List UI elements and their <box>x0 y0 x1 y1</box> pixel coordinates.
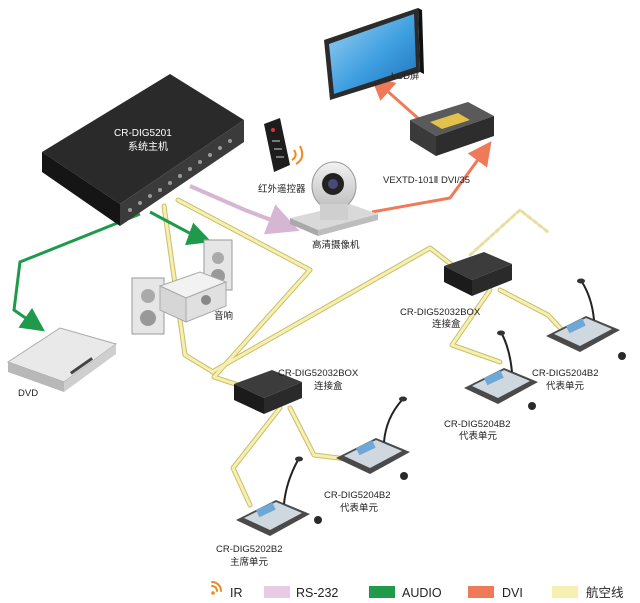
delegate-right-name: 代表单元 <box>546 380 585 392</box>
box-right-model: CR-DIG52032BOX <box>400 307 481 318</box>
delegate-right-model: CR-DIG5204B2 <box>532 368 599 379</box>
legend-label-rs232: RS-232 <box>296 586 338 600</box>
dvd-player: DVD <box>6 327 118 399</box>
host-unit: CR-DIG5201 系统主机 <box>42 74 244 226</box>
host-model: CR-DIG5201 <box>114 128 172 139</box>
delegate-unit-right: CR-DIG5204B2 代表单元 <box>532 278 626 392</box>
delegate-middle-model: CR-DIG5204B2 <box>444 419 511 430</box>
legend-label-audio: AUDIO <box>402 586 442 600</box>
cables <box>12 76 565 508</box>
delegate-middle-name: 代表单元 <box>459 430 498 442</box>
lcd-screen: LCD屏 <box>324 8 424 100</box>
audio-system: 音响 <box>131 239 233 335</box>
legend-swatch-dvi <box>468 586 494 598</box>
legend-item-audio: AUDIO <box>369 586 442 600</box>
box-left-name: 连接盒 <box>314 380 343 392</box>
legend-label-dvi: DVI <box>502 586 523 600</box>
chair-unit: CR-DIG5202B2 主席单元 <box>216 456 322 568</box>
legend: IR RS-232 AUDIO DVI 航空线 <box>211 581 624 600</box>
delegate-unit-left: CR-DIG5204B2 代表单元 <box>324 396 410 514</box>
legend-label-ir: IR <box>230 586 243 600</box>
dvi-cable-camera-converter <box>371 141 492 214</box>
camera-label: 高清摄像机 <box>312 239 360 251</box>
legend-item-rs232: RS-232 <box>264 586 338 600</box>
dvd-label: DVD <box>18 388 38 399</box>
connection-box-left: CR-DIG52032BOX 连接盒 <box>234 368 359 414</box>
aviation-cable-extension <box>468 208 550 257</box>
legend-item-ir: IR <box>211 581 243 600</box>
box-left-model: CR-DIG52032BOX <box>278 368 359 379</box>
aviation-cable-box-left-delegate <box>287 405 358 463</box>
rs232-cable <box>189 184 300 235</box>
audio-cable-host-dvd <box>12 212 141 332</box>
delegate-unit-middle: CR-DIG5204B2 代表单元 <box>444 330 538 442</box>
box-right-name: 连接盒 <box>432 318 461 330</box>
legend-item-aviation: 航空线 <box>552 585 624 600</box>
aviation-cable-box-left-chair <box>230 405 283 508</box>
legend-swatch-rs232 <box>264 586 290 598</box>
wifi-icon <box>211 581 222 595</box>
audio-label: 音响 <box>214 310 233 322</box>
legend-item-dvi: DVI <box>468 586 523 600</box>
converter-label: VEXTD-101Ⅱ DVI/35 <box>383 175 470 186</box>
delegate-left-name: 代表单元 <box>340 502 379 514</box>
legend-swatch-aviation <box>552 586 578 598</box>
audio-cable-host-speaker <box>149 210 212 246</box>
legend-swatch-audio <box>369 586 395 598</box>
legend-label-aviation: 航空线 <box>586 585 624 600</box>
lcd-label: LCD屏 <box>391 71 420 82</box>
dvi-cable-converter-lcd <box>370 76 421 122</box>
delegate-left-model: CR-DIG5204B2 <box>324 490 391 501</box>
ir-remote: 红外遥控器 <box>258 118 306 195</box>
chair-unit-name: 主席单元 <box>230 556 269 568</box>
chair-unit-model: CR-DIG5202B2 <box>216 544 283 555</box>
host-name: 系统主机 <box>128 140 168 153</box>
remote-label: 红外遥控器 <box>258 183 306 195</box>
dvi-converter: VEXTD-101Ⅱ DVI/35 <box>383 102 494 186</box>
hd-camera: 高清摄像机 <box>290 161 378 251</box>
connection-box-right: CR-DIG52032BOX 连接盒 <box>400 252 512 330</box>
